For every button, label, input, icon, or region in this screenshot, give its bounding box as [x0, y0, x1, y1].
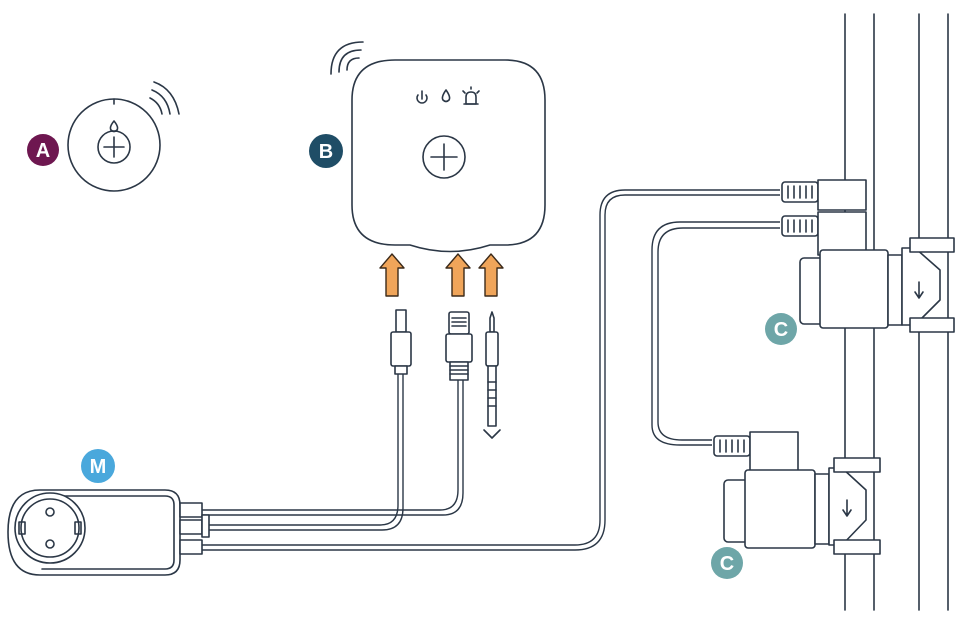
power-socket — [14, 492, 86, 564]
badge-m-label: M — [90, 456, 107, 478]
sensor-device-a — [67, 81, 180, 192]
dc-power-plug — [390, 309, 412, 375]
water-drop-icon — [109, 120, 119, 133]
badge-a: A — [27, 134, 59, 166]
insert-arrows — [379, 253, 504, 297]
hub-device-b — [330, 41, 546, 253]
rj-connector — [445, 311, 473, 381]
socket-module-m — [7, 489, 210, 576]
orange-arrow-up-icon — [445, 253, 471, 297]
badge-b-label: B — [319, 141, 333, 163]
badge-c-lower: C — [711, 547, 743, 579]
wifi-signal-icon — [330, 41, 364, 75]
jack-connector — [483, 311, 501, 439]
badge-m: M — [81, 449, 115, 483]
badge-b: B — [309, 134, 343, 168]
solenoid-valve-lower — [713, 431, 881, 555]
wifi-signal-icon — [149, 81, 180, 115]
power-icon — [416, 90, 428, 104]
cables — [200, 189, 780, 551]
badge-a-label: A — [36, 140, 50, 162]
badge-c-lower-label: C — [720, 553, 734, 575]
solenoid-valve-upper — [781, 179, 955, 333]
badge-c-upper: C — [765, 313, 797, 345]
orange-arrow-up-icon — [478, 253, 504, 297]
water-drop-icon — [441, 89, 451, 103]
orange-arrow-up-icon — [379, 253, 405, 297]
badge-c-upper-label: C — [774, 319, 788, 341]
alarm-icon — [462, 86, 480, 105]
